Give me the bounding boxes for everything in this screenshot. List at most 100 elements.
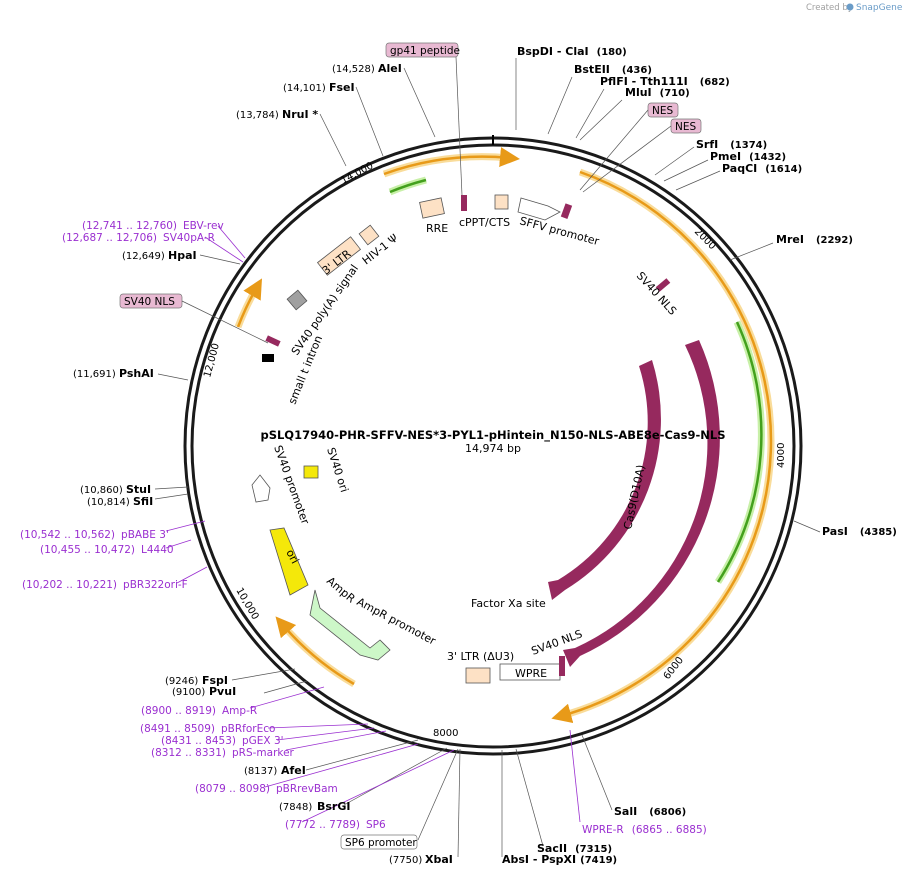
wpre-label: WPRE [515, 667, 547, 680]
site-afei-pos: (8137) [244, 766, 277, 777]
primer-amp-r: (8900 .. 8919)Amp-R [141, 705, 257, 717]
site-absi: AbsI - PspXI(7419) [502, 853, 617, 866]
site-bsteii: BstEII(436) [574, 63, 652, 76]
primer-pgex3: (8431 .. 8453)pGEX 3' [161, 735, 284, 747]
cas9-arc [563, 340, 720, 667]
orange-track-top [383, 147, 520, 176]
credit-brand: SnapGene [856, 3, 903, 13]
sffv-label: SFFV promoter [518, 214, 601, 248]
primers: (12,741 .. 12,760)EBV-rev (12,687 .. 12,… [20, 220, 707, 836]
sffv-promoter-feature [517, 197, 561, 221]
orange-track-left [236, 278, 262, 328]
site-alei-pos: (14,528) [332, 64, 375, 75]
primer-pbr322ori-f: (10,202 .. 10,221)pBR322ori-F [22, 579, 188, 591]
cas9-d10a-arc [548, 360, 661, 600]
plasmid-name: pSLQ17940-PHR-SFFV-NES*3-PYL1-pHintein_N… [260, 428, 725, 443]
site-bspdi: BspDI - ClaI(180) [517, 45, 627, 58]
ampr-promoter-label: AmpR promoter [355, 595, 439, 648]
nes-box-2-label: NES [675, 121, 696, 133]
site-fspi-pos: (9246) [165, 676, 198, 687]
orange-track-glow [560, 168, 775, 720]
nes-feature [560, 203, 573, 219]
site-xbai: XbaI [425, 853, 453, 866]
site-paqci: PaqCI(1614) [722, 162, 802, 175]
sv40-promoter-feature [251, 474, 271, 503]
orange-track-right [551, 170, 773, 723]
site-hpai-pos: (12,649) [122, 251, 165, 262]
tick-4000: 4000 [776, 443, 787, 468]
site-stui: StuI [126, 483, 151, 496]
sv40nls-right-feature [655, 278, 671, 292]
sv40nls-lower-feature [559, 656, 565, 676]
primer-wpre-r: WPRE-R(6865 .. 6885) [582, 824, 707, 836]
sv40nls-inner-feature [265, 335, 281, 347]
site-pshai-pos: (11,691) [73, 369, 116, 380]
site-afei: AfeI [281, 764, 306, 777]
site-stui-pos: (10,860) [80, 485, 123, 496]
site-mrei: MreI(2292) [776, 233, 853, 246]
restriction-sites: BspDI - ClaI(180) BstEII(436) PflFI - Tt… [73, 45, 897, 866]
snapgene-logo-icon [846, 3, 854, 11]
site-sacii: SacII(7315) [537, 842, 612, 855]
primer-prs-marker: (8312 .. 8331)pRS-marker [151, 747, 295, 759]
site-alei: AleI [378, 62, 402, 75]
site-sfii: SfiI [133, 495, 153, 508]
green-track-top [389, 178, 427, 194]
primer-l4440: (10,455 .. 10,472)L4440 [40, 544, 174, 556]
site-bsrgi-pos: (7848) [279, 802, 312, 813]
gp41-box-label: gp41 peptide [390, 45, 460, 57]
site-pflfi: PflFI - Tth111I(682) [600, 75, 730, 88]
primer-sv40pa-r: (12,687 .. 12,706)SV40pA-R [62, 232, 215, 244]
gp41-feature [461, 195, 467, 211]
site-mlui: MluI(710) [625, 86, 690, 99]
hiv-feature [358, 224, 380, 246]
ori-label: ori [283, 547, 301, 566]
rre-label: RRE [426, 222, 448, 235]
leader-lines [154, 56, 821, 858]
sv40-ori-label: SV40 ori [324, 446, 351, 494]
ltr3-feature [316, 236, 362, 276]
ltr3du3-label: 3' LTR (ΔU3) [447, 650, 514, 663]
site-pshai: PshAI [119, 367, 154, 380]
sv40-promoter-label: SV40 promoter [271, 444, 312, 527]
cppt-feature [494, 194, 509, 210]
site-pmei: PmeI(1432) [710, 150, 786, 163]
orange-track-lowerleft [275, 616, 355, 686]
tick-8000: 8000 [433, 728, 458, 739]
site-nrui: NruI * [282, 108, 318, 121]
primer-sp6: (7772 .. 7789)SP6 [285, 819, 386, 831]
ampr-label: AmpR [324, 574, 358, 605]
site-hpai: HpaI [168, 249, 197, 262]
rre-feature [419, 197, 445, 219]
site-xbai-pos: (7750) [389, 855, 422, 866]
smallt-feature [262, 354, 274, 362]
nes-box-1-label: NES [652, 105, 673, 117]
ampr-feature [309, 589, 391, 661]
primer-pbabe3: (10,542 .. 10,562)pBABE 3' [20, 529, 169, 541]
sv40-ori-feature [303, 465, 319, 479]
site-fspi: FspI [202, 674, 228, 687]
plasmid-size: 14,974 bp [465, 442, 521, 455]
primer-ebv-rev: (12,741 .. 12,760)EBV-rev [82, 220, 224, 232]
ltr3du3-feature [465, 667, 491, 684]
site-srfi: SrfI(1374) [696, 138, 767, 151]
site-bsrgi: BsrGI [317, 800, 350, 813]
green-track-right [716, 321, 763, 583]
sp6promoter-box-label: SP6 promoter [345, 837, 417, 849]
primer-pbrforeco: (8491 .. 8509)pBRforEco [140, 723, 275, 735]
site-fsei-pos: (14,101) [283, 83, 326, 94]
site-pvui-pos: (9100) [172, 687, 205, 698]
site-pasi: PasI(4385) [822, 525, 897, 538]
site-nrui-pos: (13,784) [236, 110, 279, 121]
gp41-box [385, 42, 459, 58]
site-pvui: PvuI [209, 685, 236, 698]
primer-pbrrevbam: (8079 .. 8098)pBRrevBam [195, 783, 338, 795]
ori-feature [269, 527, 309, 596]
cppt-label: cPPT/CTS [459, 216, 510, 229]
site-sfii-pos: (10,814) [87, 497, 130, 508]
sv40pa-label: SV40 poly(A) signal [289, 262, 361, 357]
sp6promoter-box [340, 834, 418, 850]
sv40pa-feature [286, 289, 308, 311]
